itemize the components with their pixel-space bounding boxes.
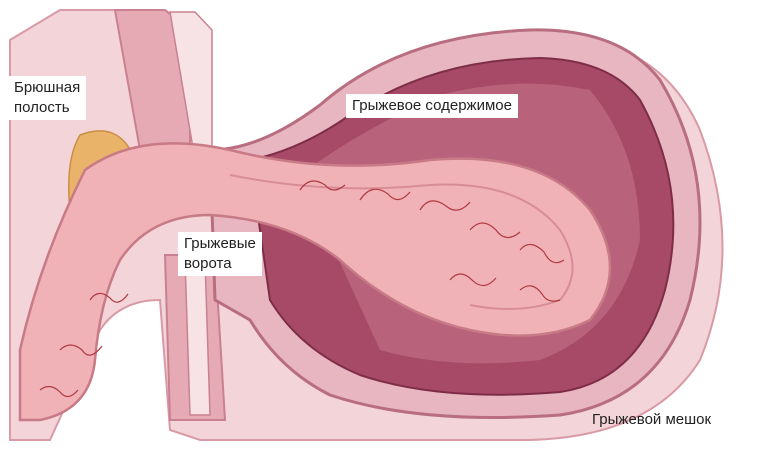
hernia-gate-label: Грыжевые ворота — [178, 232, 262, 276]
abdominal-wall-lower-stripe — [185, 260, 210, 415]
abdominal-cavity-label: Брюшная полость — [8, 76, 86, 120]
hernia-contents-label: Грыжевое содержимое — [346, 94, 518, 118]
hernia-sac-label: Грыжевой мешок — [586, 408, 717, 432]
